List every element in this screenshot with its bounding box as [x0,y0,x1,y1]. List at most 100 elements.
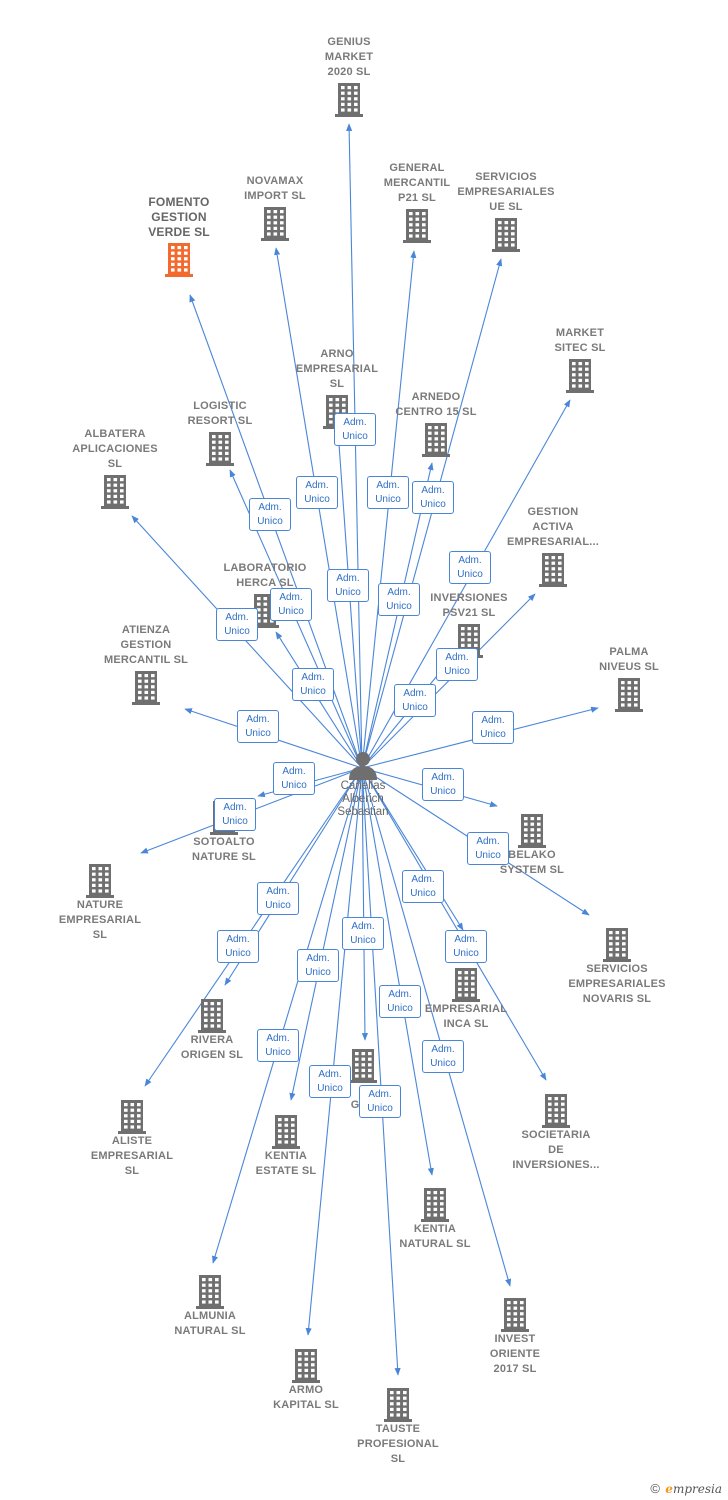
company-name: ALBATERA APLICACIONES SL [72,428,158,470]
building-icon [292,1349,320,1383]
company-node[interactable]: MARKET SITEC SL [515,326,645,393]
company-node[interactable]: ARMO KAPITAL SL [241,1346,371,1413]
company-node[interactable]: ARNEDO CENTRO 15 SL [371,390,501,457]
company-name: PALMA NIVEUS SL [599,646,659,673]
company-name: GESTION ACTIVA EMPRESARIAL... [506,506,600,548]
role-badge-adm-unico[interactable]: Adm. Unico [217,930,259,963]
role-badge-adm-unico[interactable]: Adm. Unico [445,930,487,963]
company-node[interactable]: ALBATERA APLICACIONES SL [50,427,180,509]
company-name: INVERSIONES PSV21 SL [430,592,508,619]
company-node[interactable]: ALMUNIA NATURAL SL [145,1272,275,1339]
company-name: KENTIA NATURAL SL [399,1223,471,1250]
company-name: SERVICIOS EMPRESARIALES UE SL [457,171,555,213]
company-node[interactable]: SERVICIOS EMPRESARIALES NOVARIS SL [552,925,682,1007]
company-name: SERVICIOS EMPRESARIALES NOVARIS SL [568,963,666,1005]
role-badge-adm-unico[interactable]: Adm. Unico [257,1029,299,1062]
company-node[interactable]: TAUSTE PROFESIONAL SL [333,1385,463,1467]
company-name: MARKET SITEC SL [554,327,606,354]
role-badge-adm-unico[interactable]: Adm. Unico [402,870,444,903]
role-badge-adm-unico[interactable]: Adm. Unico [270,588,312,621]
role-badge-adm-unico[interactable]: Adm. Unico [297,949,339,982]
highlighted-building-icon [165,243,193,277]
role-badge-adm-unico[interactable]: Adm. Unico [379,985,421,1018]
role-badge-adm-unico[interactable]: Adm. Unico [327,569,369,602]
company-node[interactable]: LOGISTIC RESORT SL [155,399,285,466]
edge-26 [212,767,363,1264]
edge-29 [361,767,401,1376]
role-badge-adm-unico[interactable]: Adm. Unico [334,413,376,446]
company-name: KENTIA ESTATE SL [255,1150,317,1177]
company-name: SOTOALTO NATURE SL [192,836,256,863]
company-node[interactable]: RIVERA ORIGEN SL [147,996,277,1063]
edge-24 [289,767,363,1101]
role-badge-adm-unico[interactable]: Adm. Unico [467,832,509,865]
role-badge-adm-unico[interactable]: Adm. Unico [257,882,299,915]
company-node[interactable]: SERVICIOS EMPRESARIALES UE SL [441,170,571,252]
role-badge-adm-unico[interactable]: Adm. Unico [249,498,291,531]
building-icon [335,83,363,117]
company-name: ARMO KAPITAL SL [273,1384,339,1411]
footer-brand: © empresia [650,1481,722,1496]
building-icon [86,864,114,898]
building-icon [196,1275,224,1309]
edge-23 [144,767,363,1087]
edge-19 [361,767,464,931]
company-name: TAUSTE PROFESIONAL SL [357,1423,439,1465]
role-badge-adm-unico[interactable]: Adm. Unico [309,1065,351,1098]
role-badge-adm-unico[interactable]: Adm. Unico [412,481,454,514]
company-node[interactable]: ALISTE EMPRESARIAL SL [67,1097,197,1179]
company-name: RIVERA ORIGEN SL [180,1034,244,1061]
company-node[interactable]: EMPRESARIAL INCA SL [401,965,531,1032]
role-badge-adm-unico[interactable]: Adm. Unico [359,1085,401,1118]
company-name: ARNO EMPRESARIAL SL [295,348,379,390]
company-name: ALISTE EMPRESARIAL SL [90,1135,174,1177]
role-badge-adm-unico[interactable]: Adm. Unico [296,476,338,509]
company-name: GENERAL MERCANTIL P21 SL [383,162,451,204]
role-badge-adm-unico[interactable]: Adm. Unico [449,551,491,584]
building-icon [261,207,289,241]
company-node[interactable]: NOVAMAX IMPORT SL [210,174,340,241]
company-node[interactable]: PALMA NIVEUS SL [564,645,694,712]
role-badge-adm-unico[interactable]: Adm. Unico [292,668,334,701]
building-icon [492,218,520,252]
role-badge-adm-unico[interactable]: Adm. Unico [214,798,256,831]
edge-21 [361,767,369,1041]
company-node[interactable]: INVEST ORIENTE 2017 SL [450,1295,580,1377]
company-name: EMPRESARIAL INCA SL [424,1003,508,1030]
role-badge-adm-unico[interactable]: Adm. Unico [273,762,315,795]
company-node[interactable]: INVERSIONES PSV21 SL [404,591,534,658]
role-badge-adm-unico[interactable]: Adm. Unico [472,711,514,744]
building-icon [421,1188,449,1222]
company-node[interactable]: ATIENZA GESTION MERCANTIL SL [81,623,211,705]
person-icon [349,752,377,780]
building-icon [132,671,160,705]
company-node[interactable]: NATURE EMPRESARIAL SL [35,861,165,943]
company-node[interactable]: KENTIA NATURAL SL [370,1185,500,1252]
role-badge-adm-unico[interactable]: Adm. Unico [342,917,384,950]
company-node[interactable]: GENERAL MERCANTIL P21 SL [352,161,482,243]
role-badge-adm-unico[interactable]: Adm. Unico [378,583,420,616]
role-badge-adm-unico[interactable]: Adm. Unico [422,1040,464,1073]
role-badge-adm-unico[interactable]: Adm. Unico [367,476,409,509]
role-badge-adm-unico[interactable]: Adm. Unico [216,608,258,641]
role-badge-adm-unico[interactable]: Adm. Unico [436,648,478,681]
role-badge-adm-unico[interactable]: Adm. Unico [422,768,464,801]
building-icon [272,1115,300,1149]
copyright-symbol: © [650,1481,660,1496]
role-badge-adm-unico[interactable]: Adm. Unico [237,710,279,743]
company-node[interactable]: BELAKO SYSTEM SL [467,811,597,878]
company-name: SOCIETARIA DE INVERSIONES... [512,1129,600,1171]
building-icon [349,1049,377,1083]
edge-25 [361,767,434,1176]
edge-3 [361,250,417,769]
company-name: GENIUS MARKET 2020 SL [324,36,374,78]
edge-0 [346,123,363,769]
company-node[interactable]: SOCIETARIA DE INVERSIONES... [491,1091,621,1173]
role-badge-adm-unico[interactable]: Adm. Unico [394,684,436,717]
company-node[interactable]: GESTION ACTIVA EMPRESARIAL... [488,505,618,587]
company-node[interactable]: FOMENTO GESTION VERDE SL [114,195,244,277]
center-person-node[interactable]: Cañellas Alberich Sebastian [300,750,426,819]
edge-22 [361,767,547,1081]
company-node[interactable]: KENTIA ESTATE SL [221,1112,351,1179]
company-node[interactable]: GENIUS MARKET 2020 SL [284,35,414,117]
